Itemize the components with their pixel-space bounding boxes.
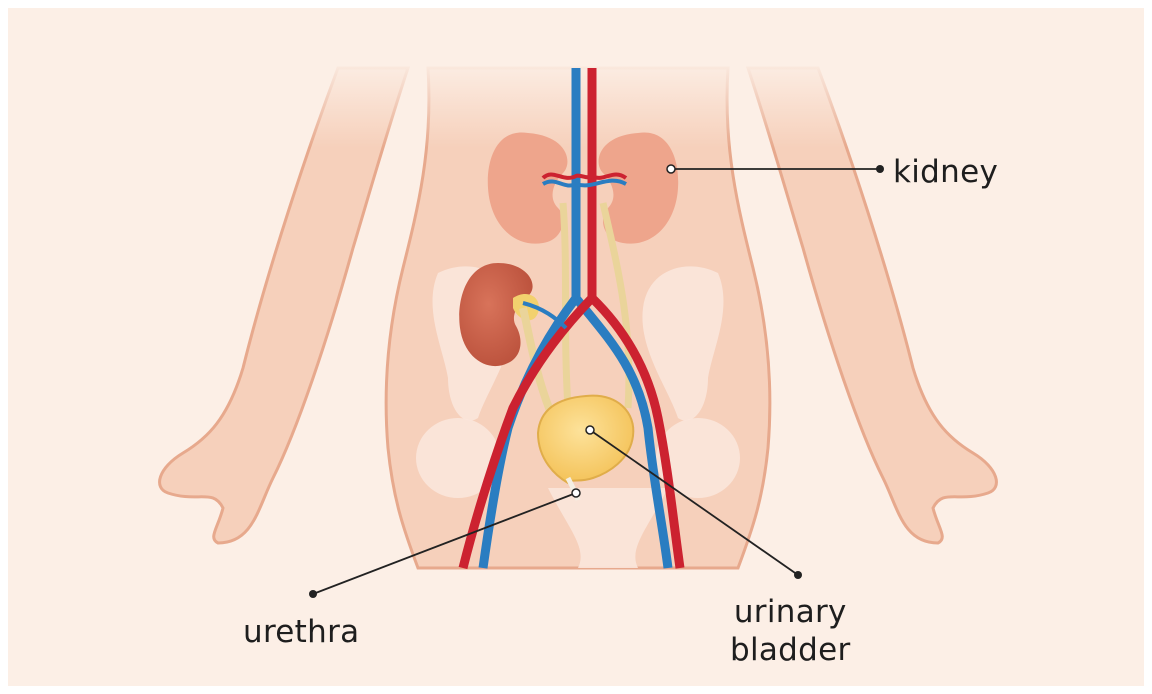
urethra-leader-end [572,489,580,497]
bladder-leader-end [586,426,594,434]
illustration-frame: kidney urethra urinary bladder [8,8,1144,686]
kidney-leader-dot [876,165,884,173]
urinary-bladder-label-line1: urinary [730,593,851,631]
urethra-leader-dot [309,590,317,598]
urinary-system-diagram [8,8,1144,686]
urinary-bladder-label: urinary bladder [730,593,851,669]
kidney-leader-end [667,165,675,173]
kidney-label: kidney [893,153,998,191]
bladder-leader-dot [794,571,802,579]
urethra-label: urethra [243,613,359,651]
urinary-bladder-label-line2: bladder [730,631,851,669]
